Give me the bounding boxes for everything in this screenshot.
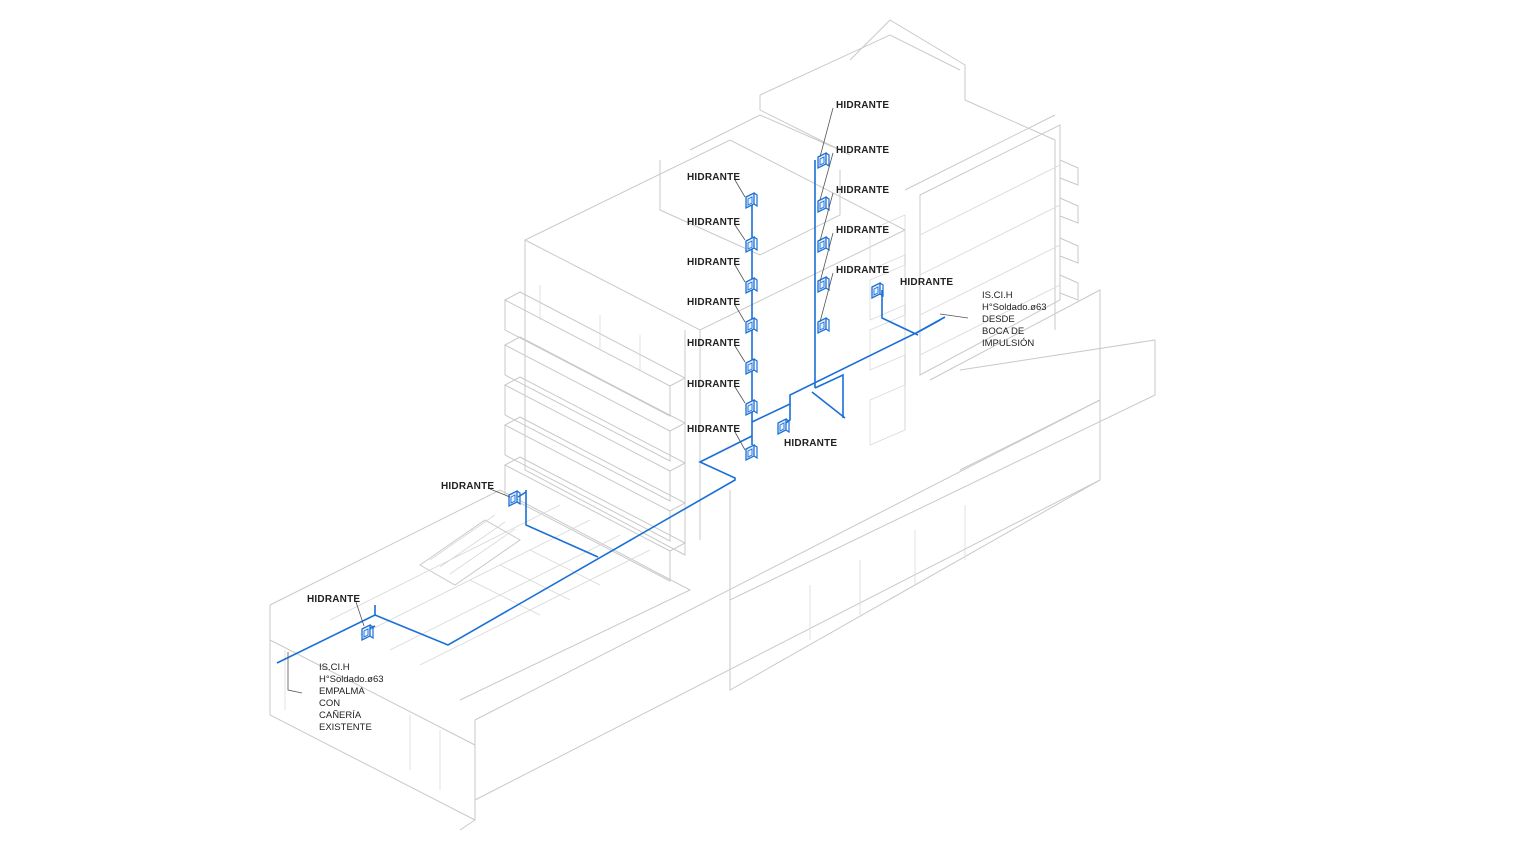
label-h-terrace: HIDRANTE <box>441 481 494 492</box>
note-right-line-5: IMPULSIÓN <box>982 338 1034 349</box>
note-right-line-3: DESDE <box>982 314 1015 325</box>
hydrant-box-icon <box>817 151 830 170</box>
hydrant-box-icon <box>361 623 374 642</box>
hydrant-box-icon <box>817 235 830 254</box>
hydrant-box-icon <box>745 443 758 462</box>
hydrant-labels: HIDRANTE HIDRANTE HIDRANTE HIDRANTE HIDR… <box>307 100 953 605</box>
hydrant-box-icon <box>745 276 758 295</box>
note-left-line-1: IS.CI.H <box>319 662 350 673</box>
label-h-left-5: HIDRANTE <box>687 338 740 349</box>
label-h-front: HIDRANTE <box>307 594 360 605</box>
hydrant-box-icon <box>817 195 830 214</box>
note-right-line-2: H°Soldado.ø63 <box>982 302 1047 313</box>
note-left-line-5: CAÑERÍA <box>319 710 362 721</box>
label-h-right-5: HIDRANTE <box>836 265 889 276</box>
note-left-line-3: EMPALMA <box>319 686 365 697</box>
hydrant-box-icon <box>745 398 758 417</box>
label-h-left-4: HIDRANTE <box>687 297 740 308</box>
label-h-left-3: HIDRANTE <box>687 257 740 268</box>
label-h-right-1: HIDRANTE <box>836 100 889 111</box>
hydrant-box-icon <box>745 235 758 254</box>
note-existing-connection: IS.CI.H H°Soldado.ø63 EMPALMA CON CAÑERÍ… <box>319 662 384 733</box>
hydrant-box-icon <box>817 316 830 335</box>
label-h-right-2: HIDRANTE <box>836 145 889 156</box>
label-h-right-3: HIDRANTE <box>836 185 889 196</box>
note-right-line-1: IS.CI.H <box>982 290 1013 301</box>
label-h-left-6: HIDRANTE <box>687 379 740 390</box>
label-h-left-7: HIDRANTE <box>687 424 740 435</box>
label-h-right-4: HIDRANTE <box>836 225 889 236</box>
hydrant-box-icon <box>817 275 830 294</box>
hydrant-box-icon <box>508 489 521 508</box>
label-h-center-low: HIDRANTE <box>784 438 837 449</box>
hydrant-box-icon <box>777 417 790 436</box>
hydrant-box-icon <box>871 281 884 300</box>
hydrant-box-icon <box>745 191 758 210</box>
building-outline <box>269 19 1156 831</box>
note-left-line-4: CON <box>319 698 340 709</box>
note-right-line-4: BOCA DE <box>982 326 1024 337</box>
hydrant-boxes <box>361 151 884 642</box>
note-left-line-6: EXISTENTE <box>319 722 372 733</box>
label-h-left-2: HIDRANTE <box>687 217 740 228</box>
note-impulsion-connection: IS.CI.H H°Soldado.ø63 DESDE BOCA DE IMPU… <box>982 290 1047 349</box>
leader-lines <box>287 107 969 694</box>
note-left-line-2: H°Soldado.ø63 <box>319 674 384 685</box>
hydrant-box-icon <box>745 357 758 376</box>
hydrant-box-icon <box>745 316 758 335</box>
label-h-east: HIDRANTE <box>900 277 953 288</box>
label-h-left-1: HIDRANTE <box>687 172 740 183</box>
